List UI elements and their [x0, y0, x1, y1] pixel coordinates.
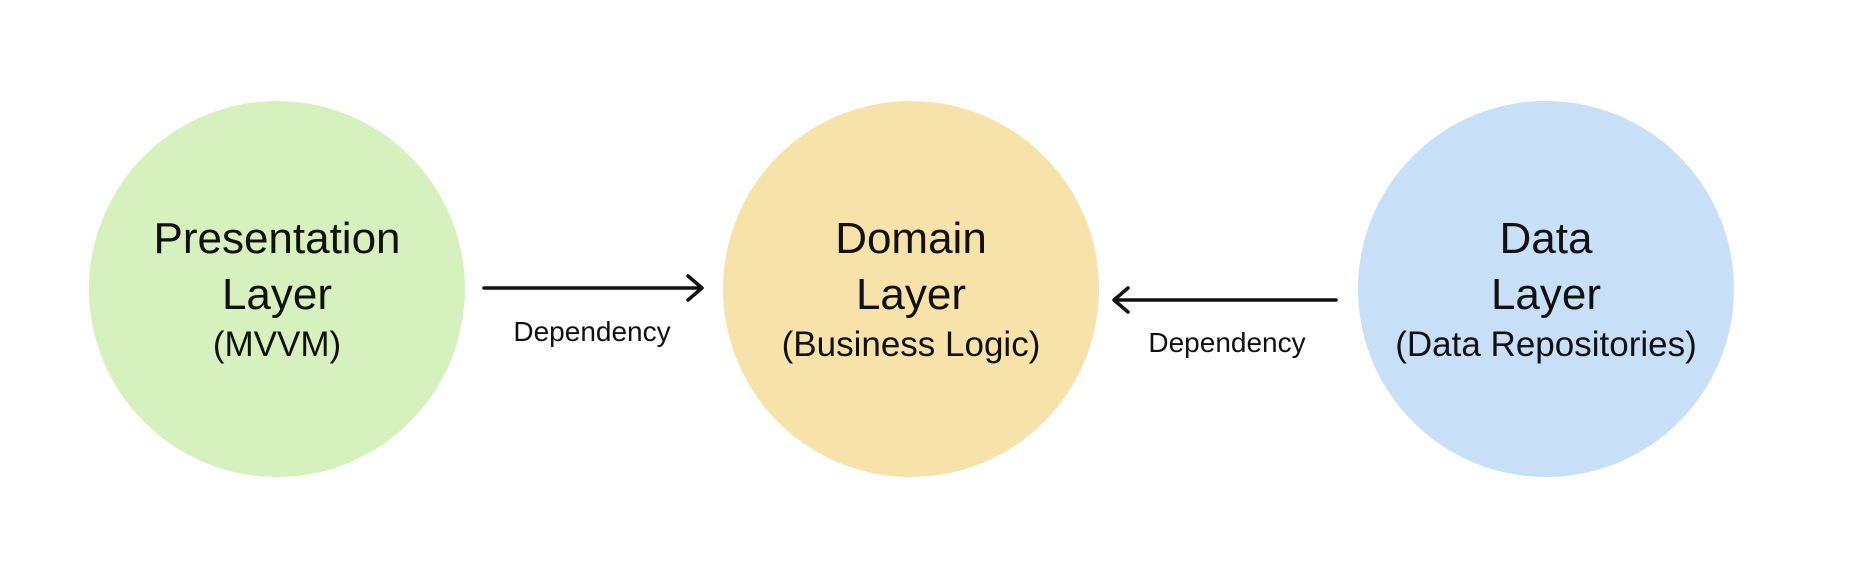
- presentation-layer-title-line-2: Layer: [221, 270, 333, 319]
- domain-layer-subtitle: (Business Logic): [781, 325, 1041, 364]
- data-layer-title-line-2: Layer: [1490, 270, 1602, 319]
- presentation-layer-subtitle: (MVVM): [212, 325, 342, 364]
- dependency-label-left: Dependency: [513, 316, 671, 347]
- data-layer-subtitle: (Data Repositories): [1395, 325, 1697, 364]
- data-layer-node: Data Layer (Data Repositories): [1358, 101, 1734, 477]
- domain-layer-title-line-2: Layer: [855, 270, 967, 319]
- presentation-layer-title-line-1: Presentation: [153, 214, 401, 263]
- dependency-label-right: Dependency: [1148, 327, 1306, 358]
- data-layer-title-line-1: Data: [1499, 214, 1593, 263]
- domain-layer-title-line-1: Domain: [835, 214, 987, 263]
- arrow-head-left: [1112, 286, 1130, 314]
- domain-layer-node: Domain Layer (Business Logic): [723, 101, 1099, 477]
- arrow-head-right: [686, 274, 704, 302]
- dependency-arrow-data-to-domain: [1112, 286, 1338, 314]
- dependency-arrow-presentation-to-domain: [482, 274, 704, 302]
- presentation-layer-node: Presentation Layer (MVVM): [89, 101, 465, 477]
